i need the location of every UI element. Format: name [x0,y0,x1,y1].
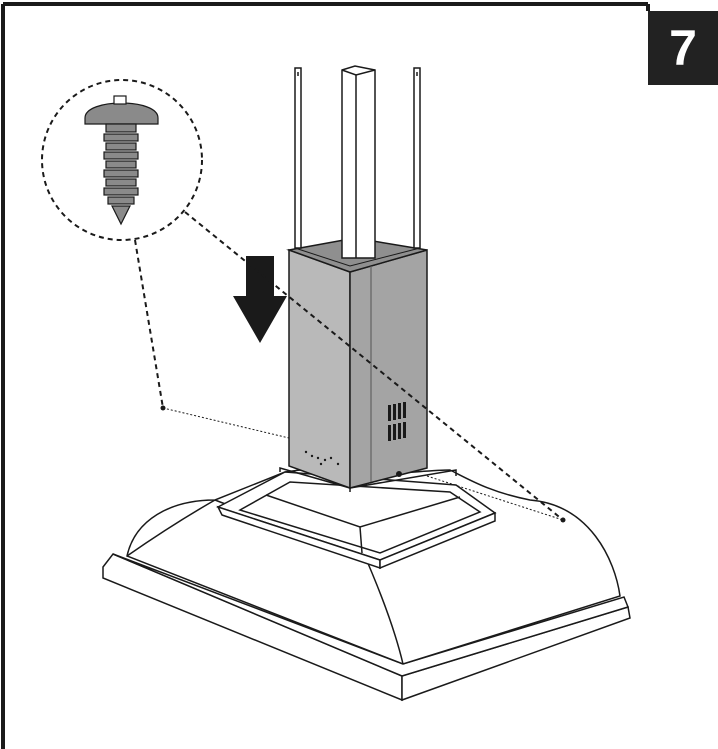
screw-callout [41,79,203,241]
inner-duct-column [341,65,376,259]
screw-points [160,405,566,523]
hood-canopy [102,467,631,702]
chimney-cover [286,237,428,490]
leader-lines [134,211,564,521]
vent-slots [388,402,406,441]
panel-border [1,2,650,749]
upper-brackets [294,67,421,249]
screw-icon [84,95,159,226]
down-arrow-icon [233,256,287,343]
step-number-badge: 7 [648,11,718,85]
chimney-holes [304,450,402,477]
